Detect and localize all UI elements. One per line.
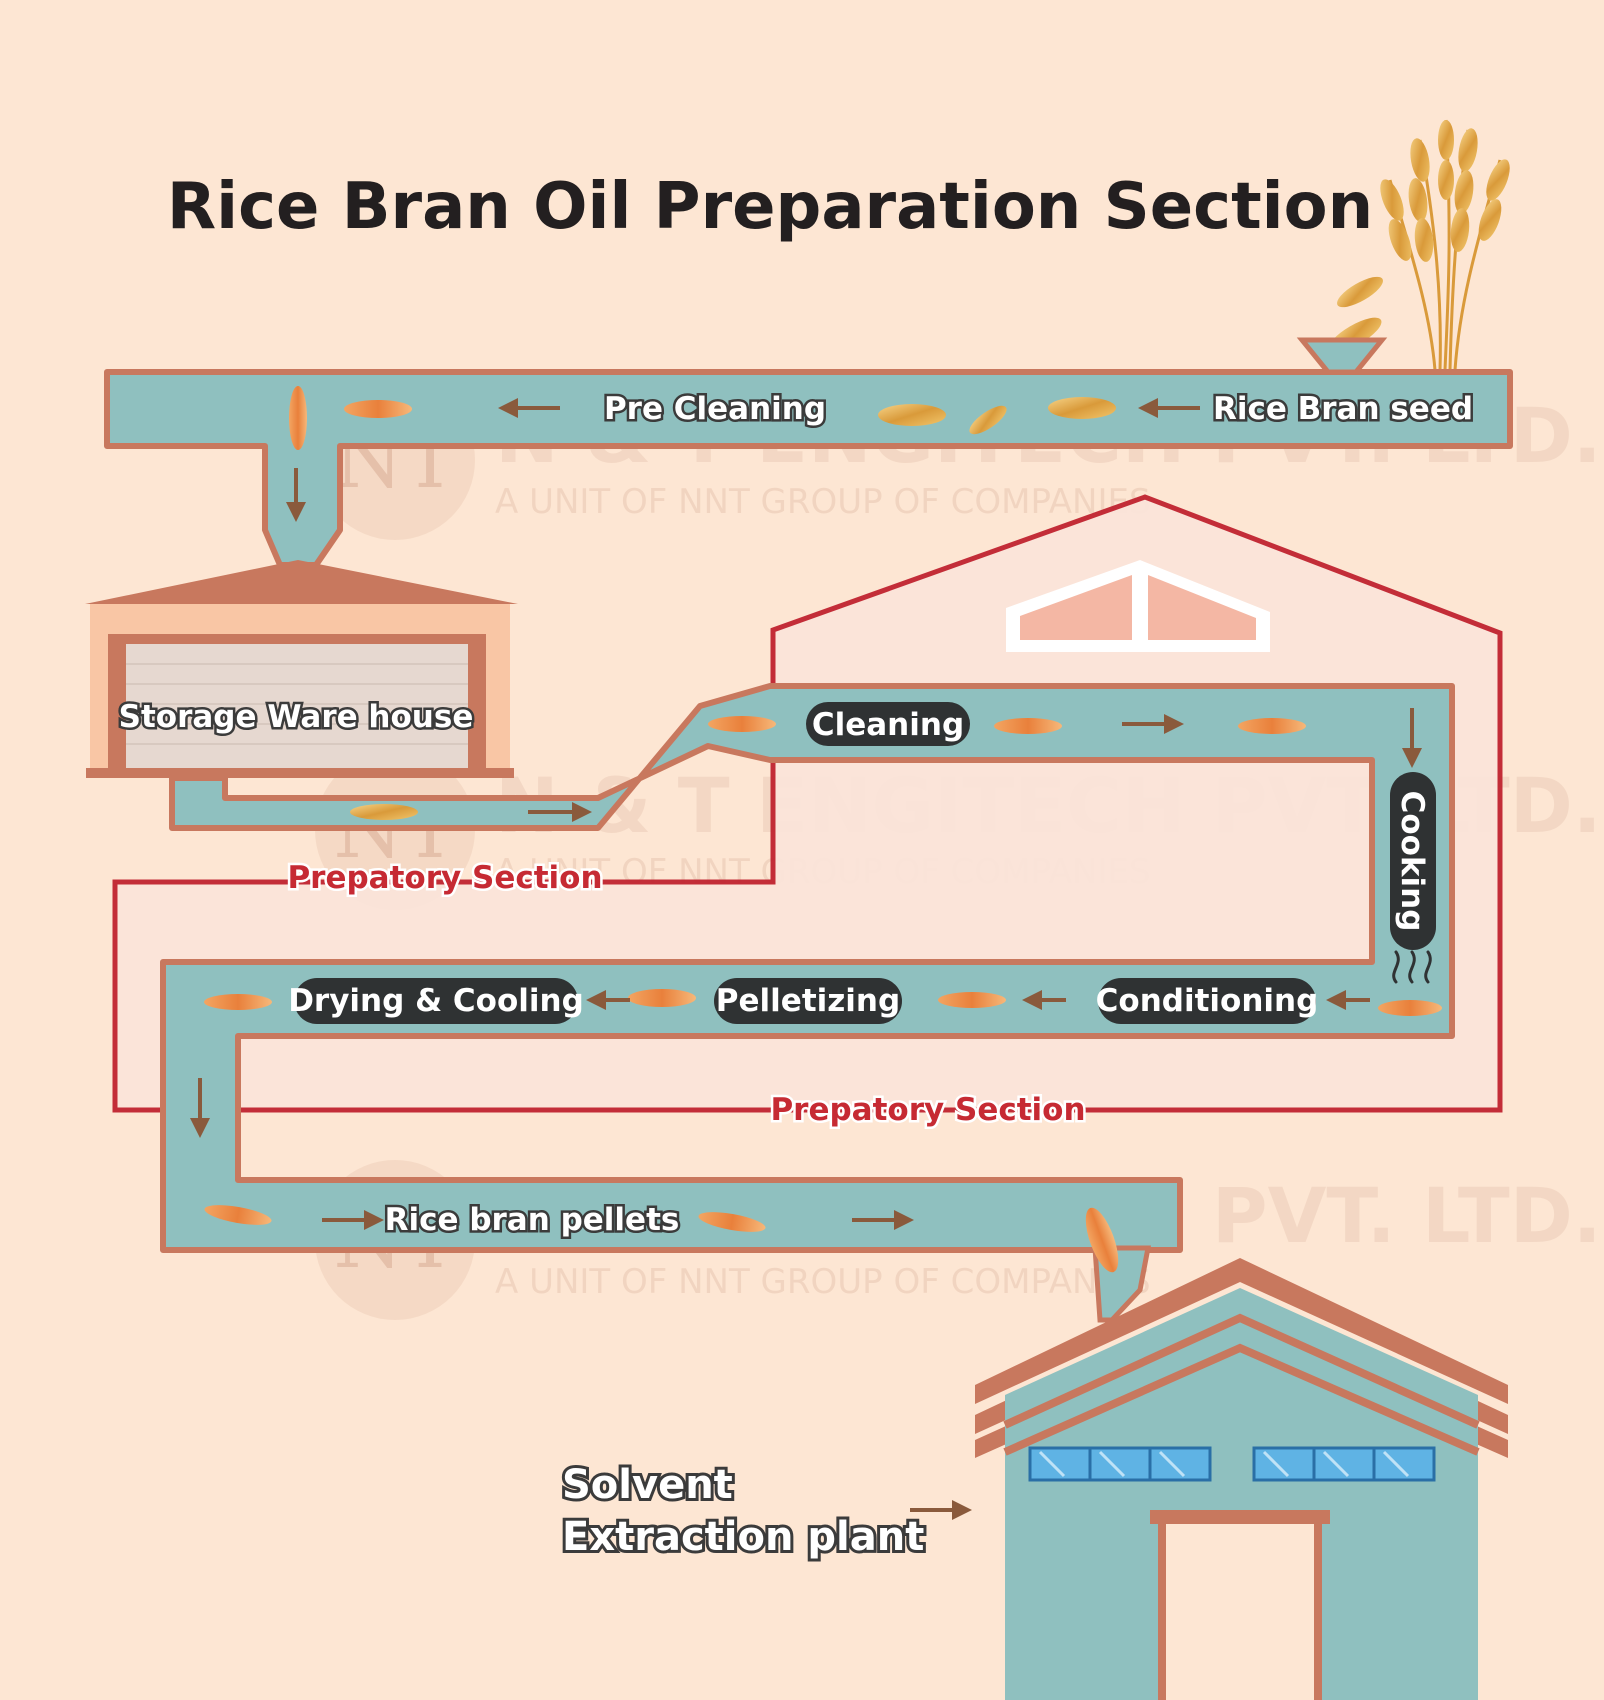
- watermark-tagline: A UNIT OF NNT GROUP OF COMPANIES: [495, 482, 1151, 522]
- grain-icons: [204, 386, 1442, 1273]
- label-rice-bran-seed: Rice Bran seed: [1213, 391, 1473, 427]
- label-extraction-plant: Extraction plant: [562, 1514, 924, 1560]
- step-label: Pelletizing: [716, 983, 900, 1019]
- step-cleaning: Cleaning: [806, 702, 970, 746]
- label-prepatory-section-top: Prepatory Section: [287, 860, 602, 896]
- hopper: [1296, 337, 1388, 375]
- conveyor-segments: [160, 683, 1455, 1253]
- label-solvent: Solvent: [562, 1462, 733, 1508]
- label-prepatory-section-bottom: Prepatory Section: [770, 1092, 1085, 1128]
- step-drying-cooling: Drying & Cooling: [288, 978, 584, 1024]
- step-conditioning: Conditioning: [1096, 978, 1319, 1024]
- solvent-extraction-plant: [975, 1258, 1508, 1700]
- watermark-tagline: A UNIT OF NNT GROUP OF COMPANIES: [495, 1262, 1151, 1302]
- step-label: Conditioning: [1096, 983, 1319, 1019]
- steam-icon: [1392, 950, 1432, 984]
- step-label: Drying & Cooling: [288, 983, 584, 1019]
- storage-warehouse: [85, 560, 518, 778]
- flow-arrows: [190, 398, 1422, 1520]
- step-cooking: Cooking: [1390, 772, 1436, 950]
- step-label: Cooking: [1394, 791, 1430, 932]
- label-pre-cleaning: Pre Cleaning: [604, 391, 826, 427]
- roof-window: [1006, 560, 1270, 652]
- plant-door: [1150, 1510, 1330, 1700]
- step-label: Cleaning: [812, 707, 964, 743]
- plant-window: [1028, 1446, 1436, 1482]
- wheat-icon: [1380, 119, 1510, 371]
- step-pelletizing: Pelletizing: [714, 978, 902, 1024]
- label-storage-warehouse: Storage Ware house: [119, 699, 474, 735]
- label-rice-bran-pellets: Rice bran pellets: [385, 1202, 680, 1238]
- page-title: Rice Bran Oil Preparation Section: [167, 170, 1373, 244]
